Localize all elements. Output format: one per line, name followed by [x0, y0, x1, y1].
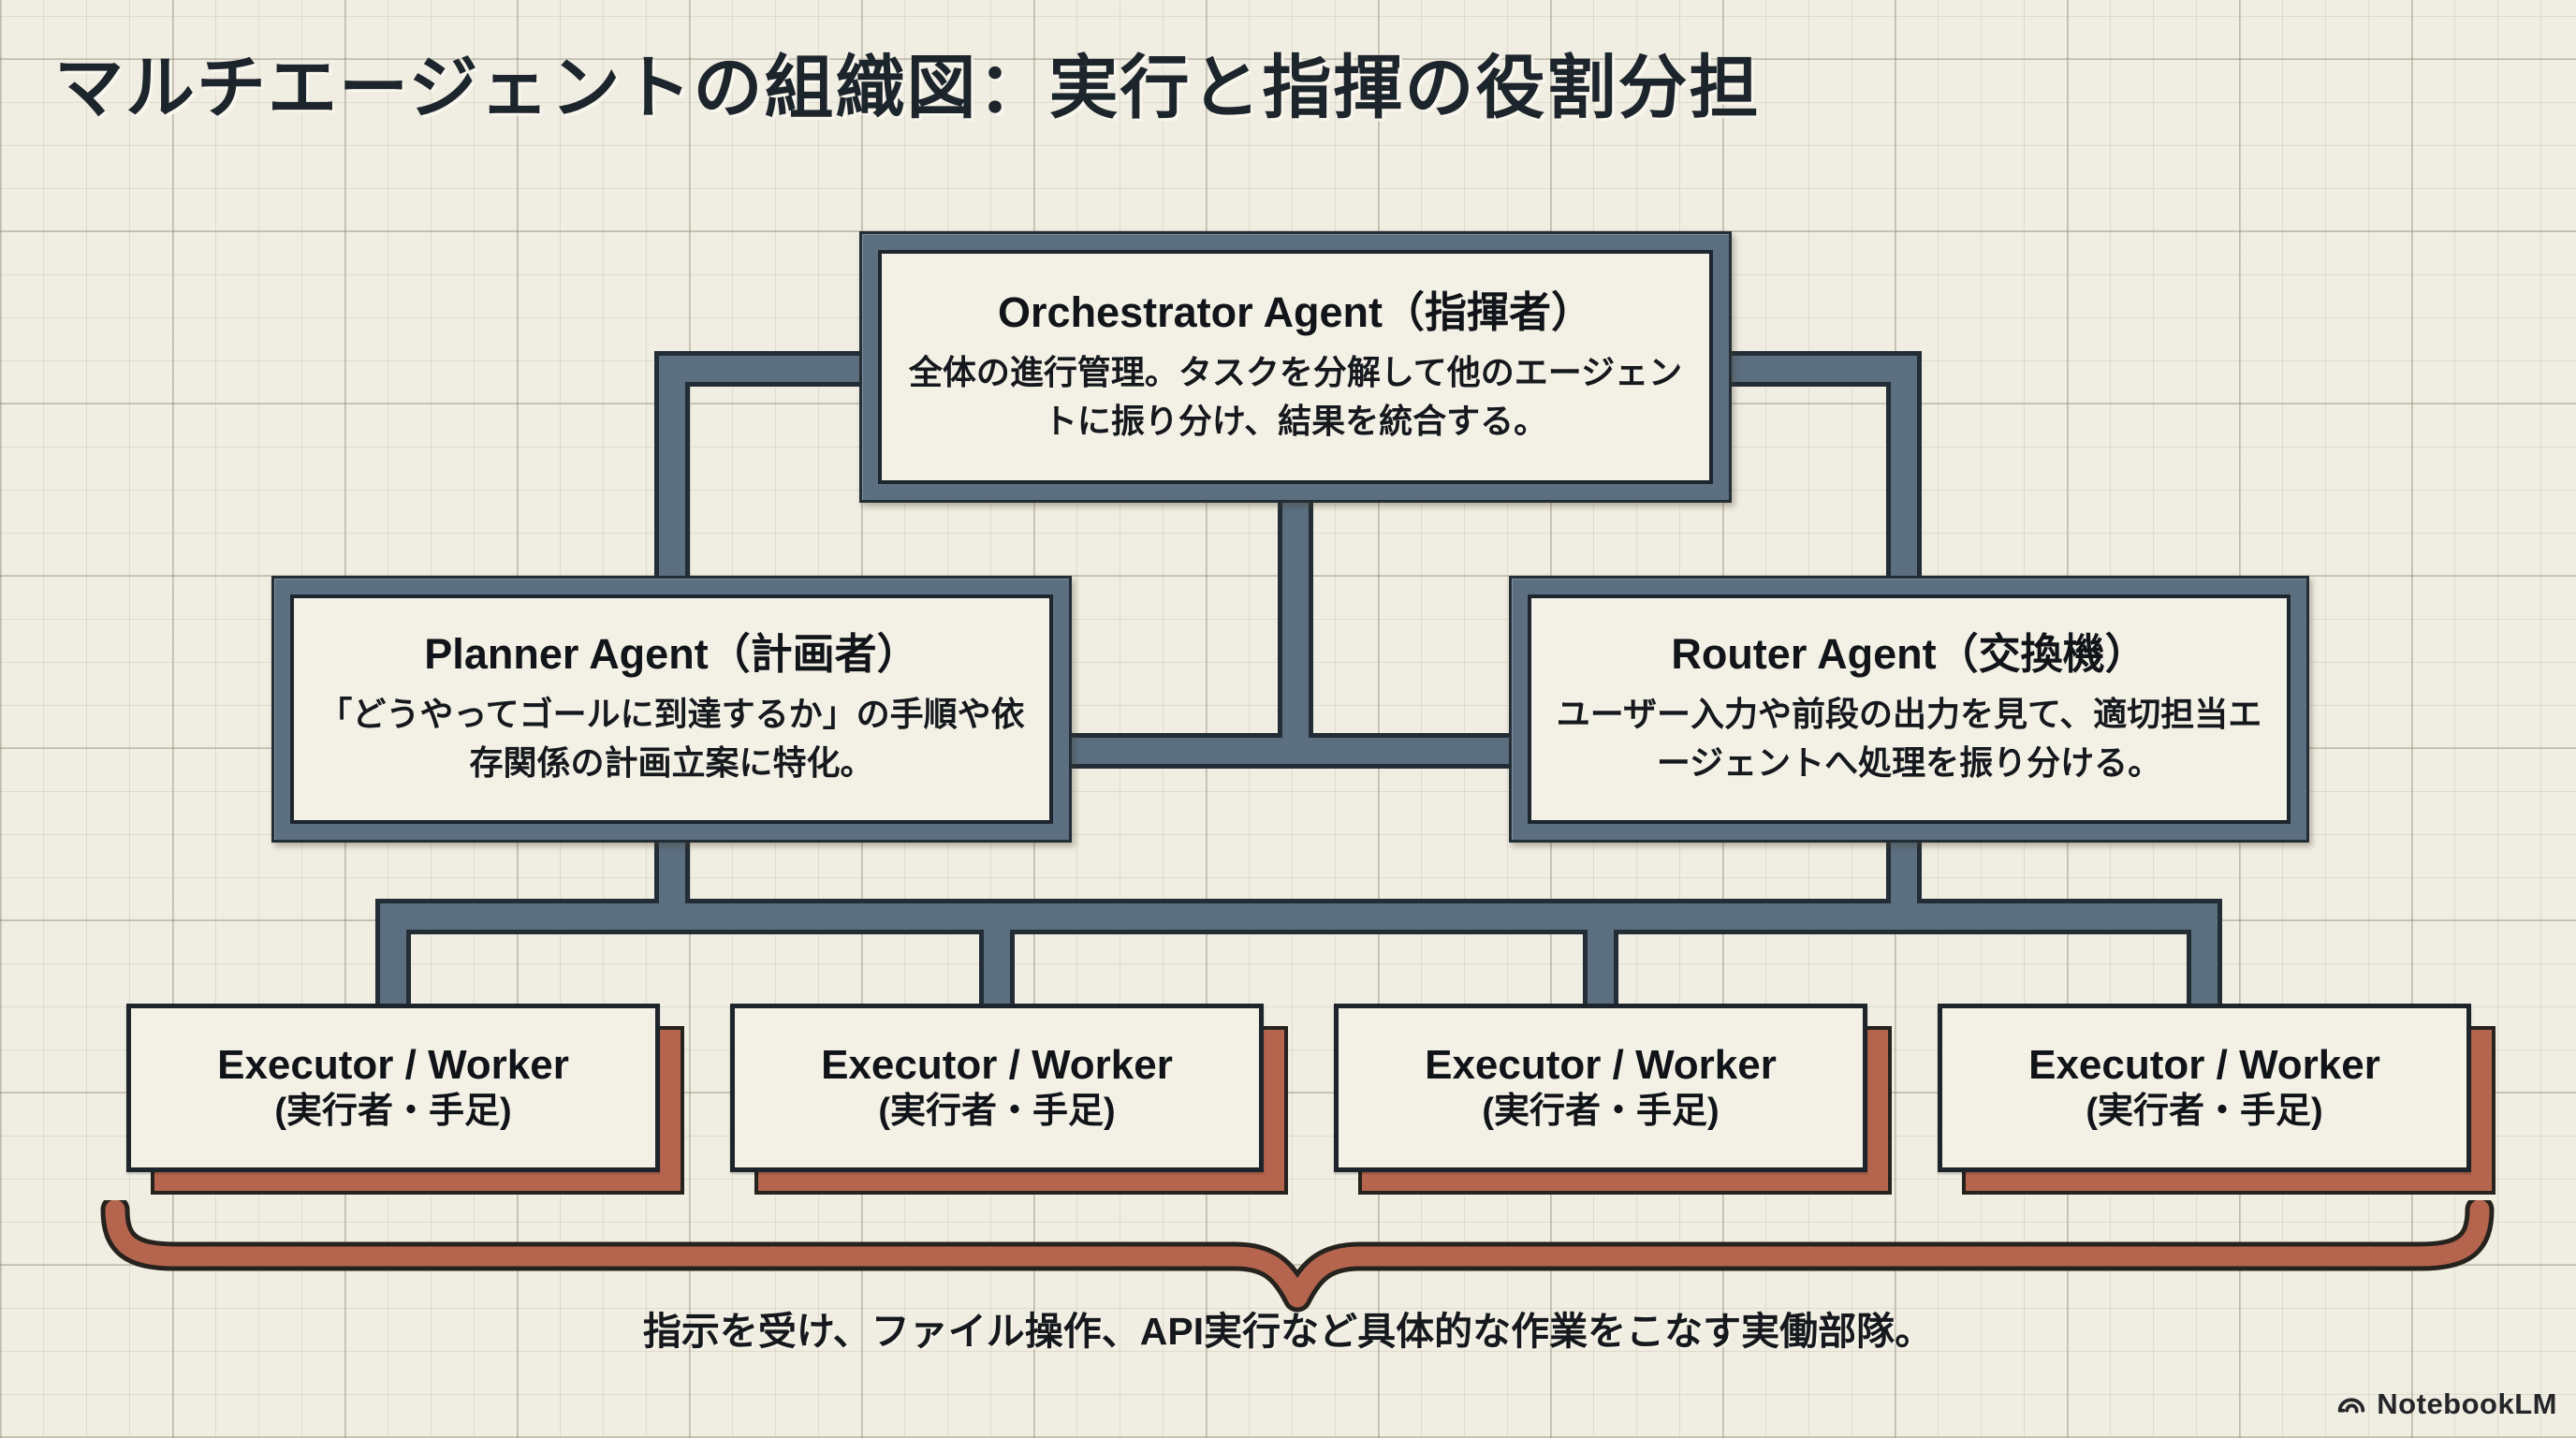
planner-title: Planner Agent（計画者） [424, 630, 919, 679]
orchestrator-description: 全体の進行管理。タスクを分解して他のエージェントに振り分け、結果を統合する。 [908, 352, 1683, 440]
executor-title: Executor / Worker [821, 1041, 1173, 1088]
node-planner: Planner Agent（計画者） 「どうやってゴールに到達するか」の手順や依… [271, 576, 1072, 843]
executor-subtitle: (実行者・手足) [2086, 1092, 2323, 1132]
orchestrator-title: Orchestrator Agent（指揮者） [998, 287, 1593, 336]
executors-caption: 指示を受け、ファイル操作、API実行など具体的な作業をこなす実働部隊。 [642, 1310, 1934, 1353]
watermark: NotebookLM [2335, 1387, 2557, 1421]
node-executor-3: Executor / Worker (実行者・手足) [1334, 1004, 1892, 1195]
executor-subtitle: (実行者・手足) [1482, 1092, 1720, 1132]
node-executor-2: Executor / Worker (実行者・手足) [730, 1004, 1288, 1195]
node-executor-1: Executor / Worker (実行者・手足) [126, 1004, 684, 1195]
brace-underline [100, 1200, 2495, 1313]
diagram-title: マルチエージェントの組織図：実行と指揮の役割分担 [54, 49, 1761, 126]
notebooklm-icon [2338, 1398, 2365, 1414]
executor-title: Executor / Worker [1425, 1041, 1777, 1088]
planner-description: 「どうやってゴールに到達するか」の手順や依存関係の計画立案に特化。 [318, 695, 1025, 783]
executor-title: Executor / Worker [217, 1041, 569, 1088]
node-router: Router Agent（交換機） ユーザー入力や前段の出力を見て、適切担当エー… [1509, 576, 2309, 843]
router-description: ユーザー入力や前段の出力を見て、適切担当エージェントへ処理を振り分ける。 [1556, 695, 2262, 783]
executor-title: Executor / Worker [2028, 1041, 2380, 1088]
node-orchestrator: Orchestrator Agent（指揮者） 全体の進行管理。タスクを分解して… [859, 231, 1732, 503]
node-executor-4: Executor / Worker (実行者・手足) [1938, 1004, 2496, 1195]
executor-subtitle: (実行者・手足) [274, 1092, 512, 1132]
watermark-label: NotebookLM [2377, 1387, 2557, 1420]
router-title: Router Agent（交換機） [1671, 630, 2147, 679]
executor-subtitle: (実行者・手足) [878, 1092, 1116, 1132]
